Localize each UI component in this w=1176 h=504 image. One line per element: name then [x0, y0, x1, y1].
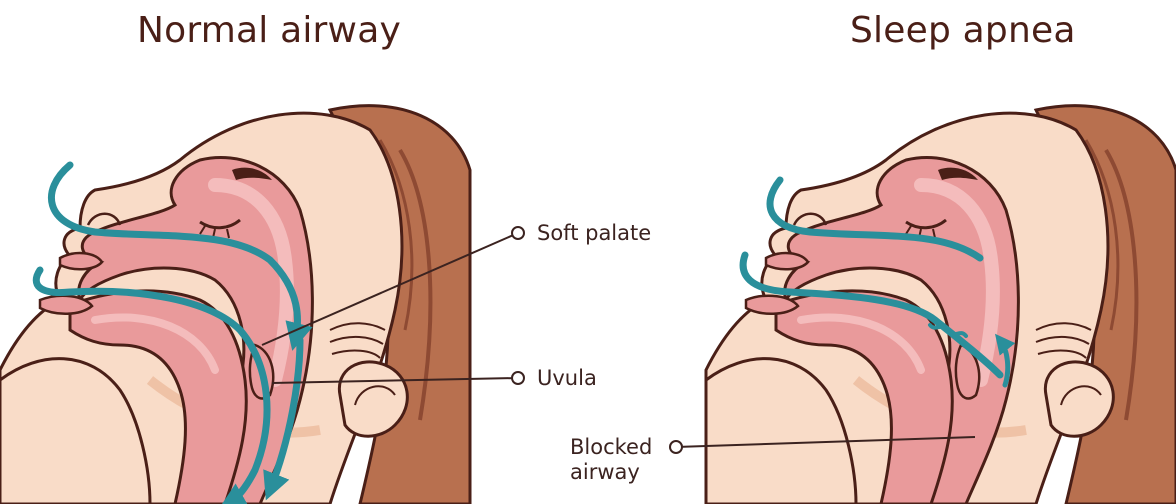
- uvula-marker: [512, 372, 524, 384]
- uvula-label: Uvula: [537, 366, 597, 391]
- blocked-airway-label-line1: Blocked: [570, 435, 652, 460]
- normal-airway-title: Normal airway: [137, 10, 401, 51]
- sleep-apnea-title: Sleep apnea: [850, 10, 1076, 51]
- blocked-airway-marker: [670, 441, 682, 453]
- soft-palate-label: Soft palate: [537, 221, 651, 246]
- blocked-airway-label-line2: airway: [570, 460, 652, 485]
- soft-palate-marker: [512, 227, 524, 239]
- blocked-airway-label: Blocked airway: [570, 435, 652, 485]
